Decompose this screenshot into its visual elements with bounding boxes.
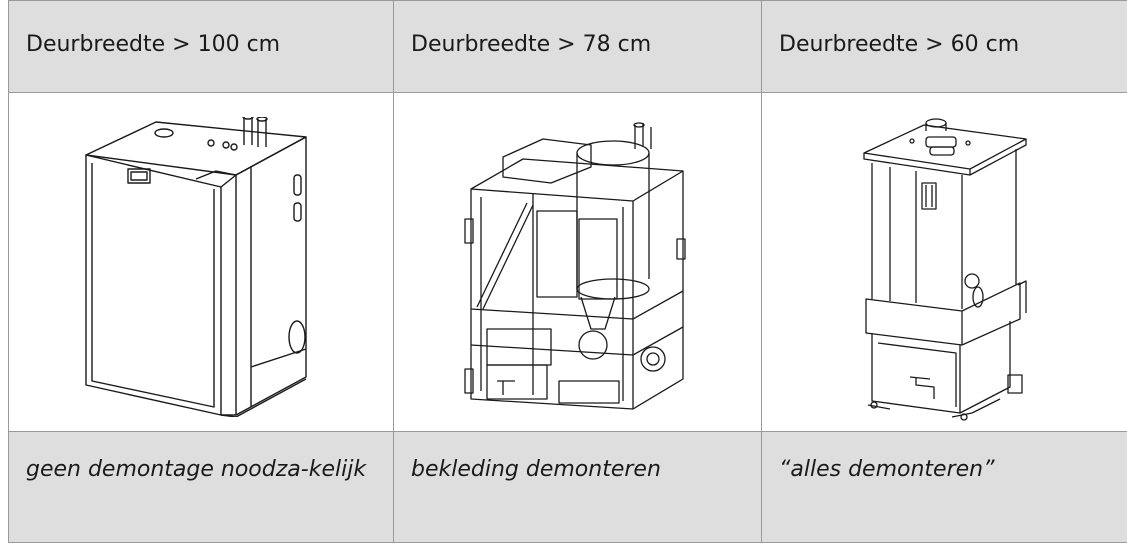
- note-cell-100cm: geen demontage noodza-kelijk: [8, 431, 394, 543]
- header-cell-60cm: Deurbreedte > 60 cm: [761, 0, 1127, 93]
- illustration-row: [8, 92, 1127, 432]
- illustration-cell-78cm: [393, 92, 762, 432]
- note-cell-78cm: bekleding demonteren: [393, 431, 762, 543]
- header-cell-78cm: Deurbreedte > 78 cm: [393, 0, 762, 93]
- header-row: Deurbreedte > 100 cm Deurbreedte > 78 cm…: [8, 0, 1127, 93]
- header-cell-100cm: Deurbreedte > 100 cm: [8, 0, 394, 93]
- boiler-closed-icon: [76, 117, 326, 417]
- illustration-cell-100cm: [8, 92, 394, 432]
- boiler-core-icon: [860, 113, 1030, 423]
- note-cell-60cm: “alles demonteren”: [761, 431, 1127, 543]
- illustration-cell-60cm: [761, 92, 1127, 432]
- boiler-open-frame-icon: [463, 119, 693, 419]
- note-row: geen demontage noodza-kelijk bekleding d…: [8, 431, 1127, 543]
- door-width-table: Deurbreedte > 100 cm Deurbreedte > 78 cm…: [8, 0, 1127, 543]
